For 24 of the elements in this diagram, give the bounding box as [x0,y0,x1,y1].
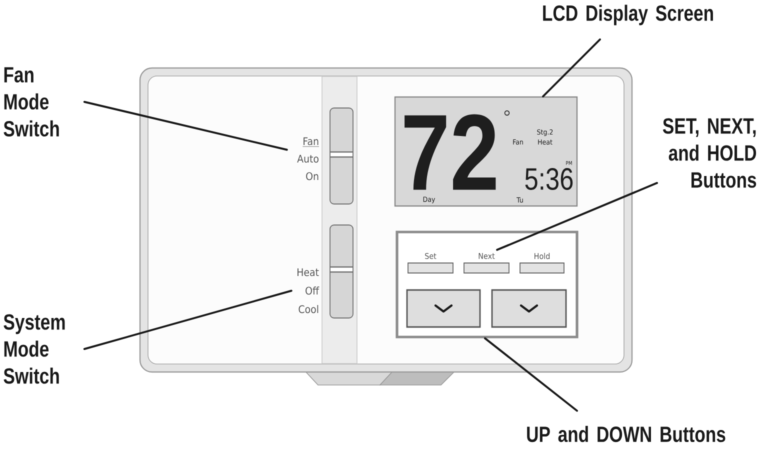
switch-label: Auto [297,154,318,163]
temperature-readout: 72 [404,114,496,190]
push-button: Next [464,253,510,274]
callout-label: UP and DOWN Buttons [527,426,726,442]
switch-label: Heat [298,268,319,276]
node-label: Hold [534,252,550,260]
leader-line [542,38,601,98]
push-button: Set [408,252,454,274]
push-button: Hold [520,252,564,274]
callout-label: LCD Display Screen [543,4,713,26]
callout-label: System Mode Switch [4,314,65,384]
leader-line [484,337,578,412]
callout-label: SET, NEXT, and HOLD Buttons [662,118,756,188]
clock-readout: 5:36 [525,168,573,190]
node-label: Set [425,252,436,260]
leader-line [83,100,288,151]
node-label: Next [478,253,495,259]
leader-line [83,290,292,350]
leader-line [496,182,658,251]
switch-label: On [306,172,318,180]
switch-label: Fan [302,137,320,147]
switch-label: Off [306,286,320,295]
callout-label: Fan Mode Switch [4,67,59,137]
switch-label: Cool [298,305,318,314]
